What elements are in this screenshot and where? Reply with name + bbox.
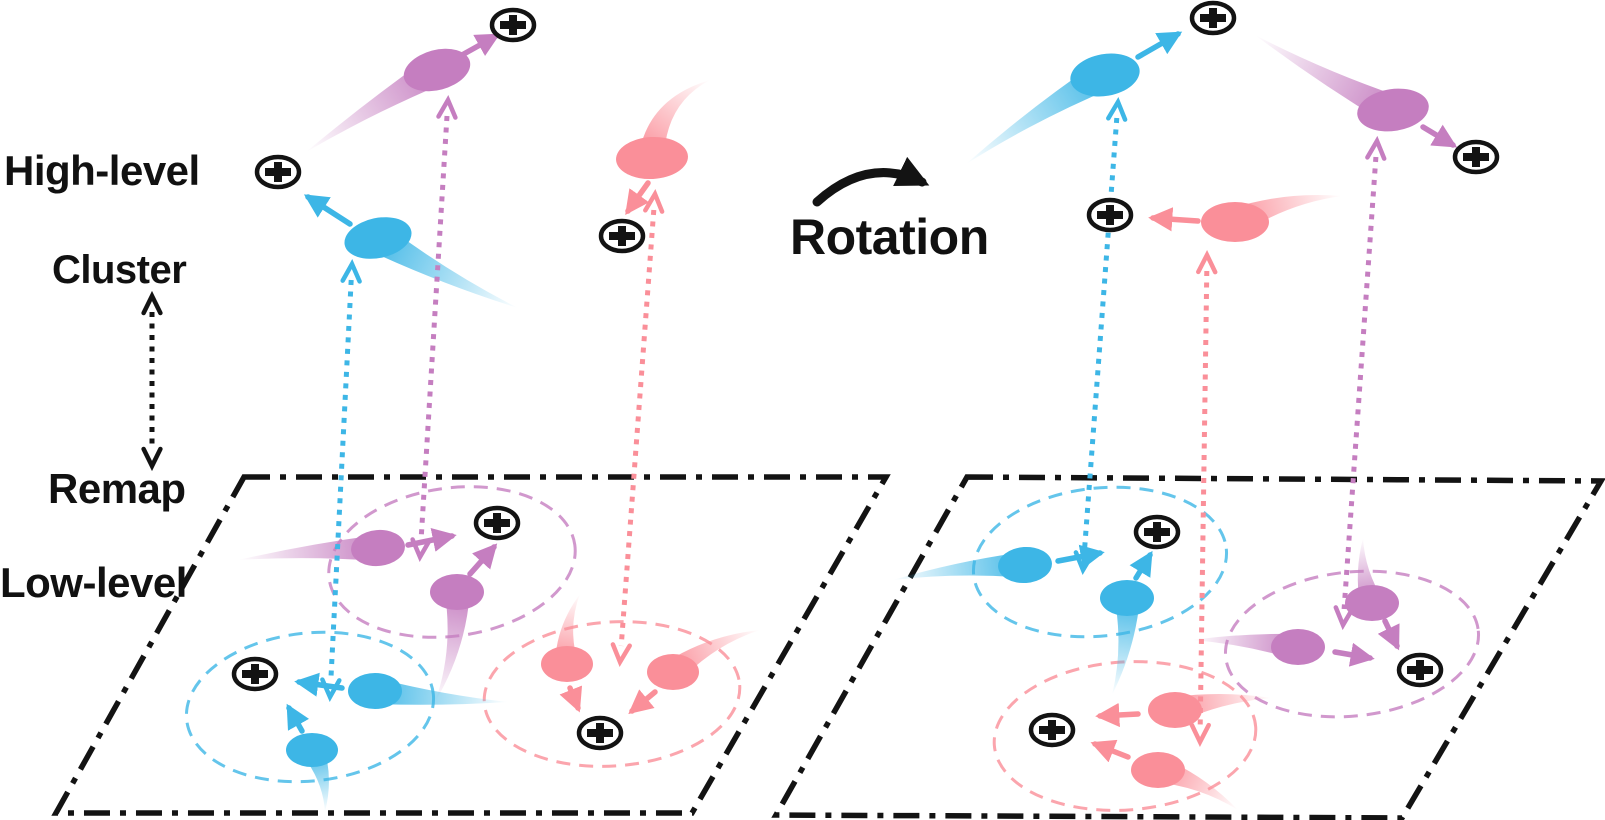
cluster-label: Cluster	[52, 248, 187, 292]
agent-blob-purple	[1271, 629, 1325, 665]
agent-direction-arrow-cyan	[294, 672, 345, 697]
cluster-ellipse-purple	[1223, 569, 1481, 719]
agent-blob-pink	[647, 654, 699, 690]
agent-blob-cyan	[998, 546, 1052, 584]
cluster-remap-double-arrow	[141, 290, 163, 472]
cluster-ellipse-cyan	[971, 485, 1229, 639]
agent-blob-pink	[1131, 752, 1185, 788]
rotation-label: Rotation	[790, 209, 989, 265]
agent-tail-cyan	[893, 552, 1027, 580]
agent-blob-purple	[403, 48, 471, 92]
remap-label: Remap	[48, 465, 186, 512]
agent-direction-arrow-cyan	[1129, 550, 1153, 581]
agent-blob-cyan	[348, 673, 402, 709]
target-crosshair-icon	[254, 154, 302, 190]
agent-tail-purple	[1192, 633, 1299, 660]
agent-direction-arrow-pink	[625, 180, 651, 215]
target-crosshair-icon	[576, 715, 624, 751]
agent-tail-cyan	[1112, 596, 1140, 695]
low-level-plane-left	[51, 474, 891, 816]
agent-direction-arrow-cyan	[286, 703, 310, 734]
agent-blob-pink	[616, 136, 688, 180]
agent-blob-cyan	[1100, 580, 1154, 616]
agent-tail-cyan	[371, 224, 518, 308]
agent-blob-purple	[430, 574, 484, 610]
agent-blob-cyan	[1070, 53, 1140, 97]
target-crosshair-icon	[231, 656, 279, 692]
cluster-ellipse-purple	[327, 485, 577, 639]
agent-blob-pink	[1201, 202, 1269, 242]
agent-tail-purple	[435, 589, 470, 702]
agent-direction-arrow-purple	[1420, 124, 1458, 148]
target-crosshair-icon	[473, 505, 521, 541]
high-level-label: High-level	[4, 147, 200, 194]
low-level-plane-right	[771, 474, 1605, 820]
target-crosshair-icon	[1396, 652, 1444, 688]
agent-direction-arrow-pink	[628, 689, 658, 715]
target-crosshair-icon	[598, 218, 646, 254]
cluster-ellipse-pink	[482, 620, 742, 768]
agent-blob-purple	[351, 529, 405, 567]
agent-direction-arrow-pink	[559, 685, 583, 713]
agent-blob-purple	[1357, 88, 1429, 132]
agent-direction-arrow-pink	[1090, 739, 1131, 763]
agent-blob-pink	[541, 646, 593, 682]
agent-direction-arrow-cyan	[1055, 544, 1105, 569]
agent-direction-arrow-cyan	[303, 194, 353, 227]
agent-direction-arrow-purple	[1332, 642, 1375, 667]
remap-link-purple	[1333, 135, 1387, 631]
target-crosshair-icon	[1452, 139, 1500, 175]
agent-direction-arrow-purple	[405, 528, 457, 552]
rotation-arrow	[812, 156, 930, 207]
target-crosshair-icon	[1086, 197, 1134, 233]
agent-tail-pink	[1231, 195, 1342, 236]
target-crosshair-icon	[1133, 514, 1181, 550]
target-crosshair-icon	[489, 7, 537, 43]
agent-direction-arrow-purple	[1377, 618, 1400, 651]
agent-blob-pink	[1148, 692, 1202, 728]
low-level-label: Low-level	[0, 559, 187, 606]
agent-blob-purple	[1345, 585, 1399, 621]
agent-direction-arrow-pink	[1148, 207, 1201, 232]
agent-tail-cyan	[373, 678, 508, 705]
agent-direction-arrow-cyan	[1135, 31, 1183, 60]
agent-direction-arrow-purple	[467, 543, 498, 577]
agent-direction-arrow-purple	[459, 33, 501, 58]
target-crosshair-icon	[1189, 0, 1237, 36]
target-crosshair-icon	[1028, 712, 1076, 748]
agent-blob-cyan	[344, 217, 412, 259]
agent-blob-cyan	[286, 733, 338, 767]
agent-direction-arrow-pink	[1095, 702, 1141, 728]
remap-link-pink	[1189, 249, 1218, 748]
agent-tail-purple	[238, 535, 380, 561]
